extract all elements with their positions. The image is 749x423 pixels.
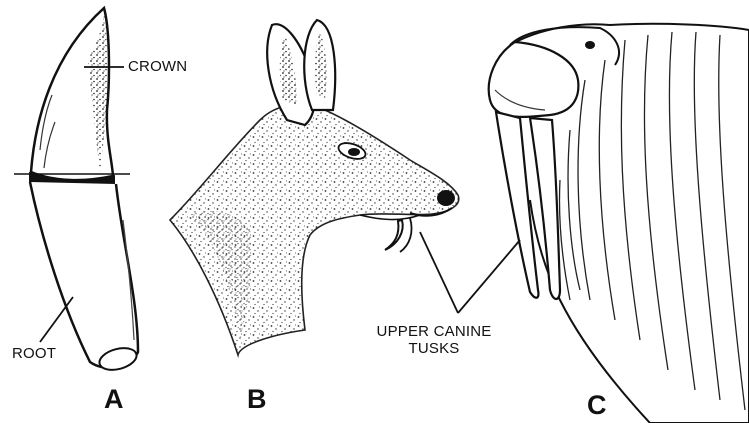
tusks-label: UPPER CANINE TUSKS [372,323,496,357]
tooth-drawing [14,8,139,374]
panel-label-c: C [587,390,607,421]
tusks-label-line1: UPPER CANINE [372,323,496,340]
deer-nose [437,190,455,206]
walrus-drawing [489,24,749,423]
deer-drawing [170,20,459,355]
panel-label-b: B [247,384,267,415]
tusks-leader-lines [420,232,520,313]
root-leader-line [40,297,73,342]
root-label: ROOT [12,345,56,362]
tooth-root [30,182,138,368]
deer-tusk [385,220,403,250]
crown-label: CROWN [128,58,187,75]
panel-label-a: A [104,384,124,415]
tusks-label-line2: TUSKS [372,340,496,357]
walrus-eye [585,41,595,49]
